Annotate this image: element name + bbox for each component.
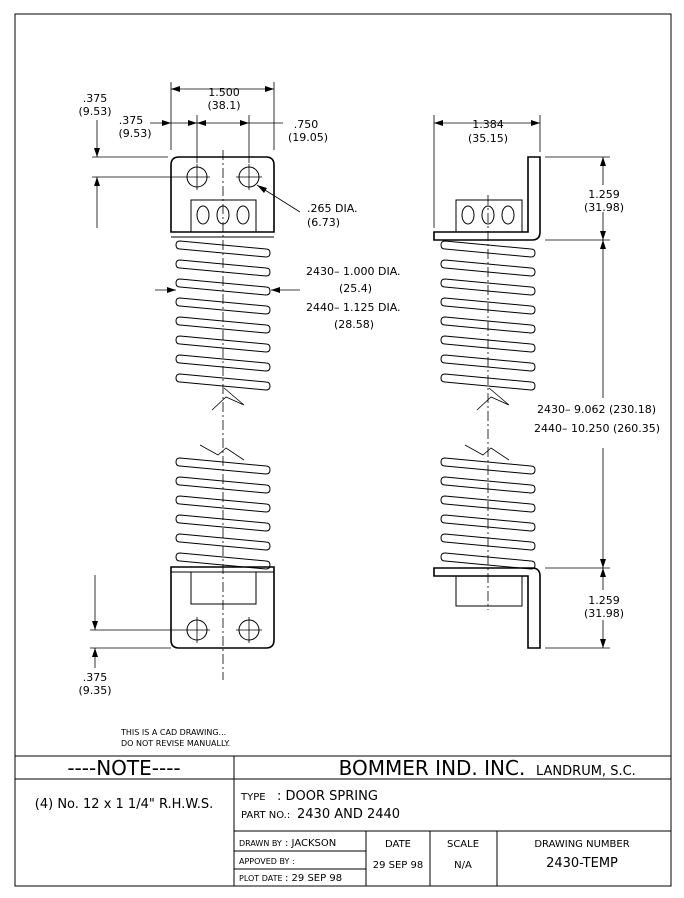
- hole-offset-mm-label: (9.53): [118, 127, 151, 140]
- bracket-bottom-label: 1.259: [588, 594, 620, 607]
- side-bottom-plug: [455, 575, 523, 607]
- spring-coil: [175, 259, 271, 277]
- scale-label: SCALE: [447, 839, 479, 850]
- spring-coil: [175, 278, 271, 296]
- cad-note-line2: DO NOT REVISE MANUALLY.: [121, 739, 230, 748]
- spring-coil: [175, 457, 271, 475]
- plot-date-label: PLOT DATE: [239, 874, 283, 883]
- note-header: ----NOTE----: [67, 756, 180, 780]
- bottom-offset-mm-label: (9.35): [78, 684, 111, 697]
- drawn-by-value: : JACKSON: [285, 838, 336, 849]
- spring-coil: [440, 373, 536, 391]
- front-bottom-bracket: [170, 566, 275, 649]
- side-top-bracket: [433, 156, 541, 241]
- spring-coil: [175, 335, 271, 353]
- bracket-bottom-mm-label: (31.98): [584, 607, 624, 620]
- side-view: [433, 156, 541, 649]
- length-2430-label: 2430– 9.062 (230.18): [537, 403, 656, 416]
- front-top-bracket: [170, 156, 275, 233]
- hole-dia-label: .265 DIA.: [307, 202, 358, 215]
- side-bottom-bracket: [433, 567, 541, 649]
- spring-coil: [175, 476, 271, 494]
- overall-width-label: 1.500: [208, 86, 240, 99]
- approved-by-label: APPOVED BY :: [239, 857, 295, 866]
- top-vertical-offset-label: .375: [83, 92, 108, 105]
- spring-coil: [440, 457, 536, 475]
- side-upper-spring: [440, 240, 536, 391]
- type-value: : DOOR SPRING: [277, 789, 378, 804]
- front-view: [170, 150, 275, 680]
- spring-coil: [175, 514, 271, 532]
- hole-spacing-mm-label: (19.05): [288, 131, 328, 144]
- spring-coil: [440, 316, 536, 334]
- part-label: PART NO.:: [241, 810, 290, 821]
- dia-2430-label: 2430– 1.000 DIA.: [306, 265, 401, 278]
- spring-coil: [440, 495, 536, 513]
- spring-coil: [175, 495, 271, 513]
- front-upper-spring: [175, 240, 271, 391]
- front-bottom-plug: [190, 571, 257, 605]
- side-dimensions: 1.384 (35.15) 1.259 (31.98) 2430– 9.062 …: [433, 115, 660, 649]
- bracket-top-mm-label: (31.98): [584, 201, 624, 214]
- spring-coil: [175, 533, 271, 551]
- spring-coil: [175, 240, 271, 258]
- dia-2430-mm-label: (25.4): [339, 282, 372, 295]
- part-value: 2430 AND 2440: [297, 807, 400, 822]
- side-width-label: 1.384: [472, 118, 504, 131]
- company-name: BOMMER IND. INC.: [339, 756, 526, 780]
- front-lower-spring: [175, 457, 271, 570]
- spring-coil: [440, 259, 536, 277]
- date-value: 29 SEP 98: [373, 860, 424, 871]
- top-vertical-offset-mm-label: (9.53): [78, 105, 111, 118]
- drawing-border: [14, 13, 672, 887]
- drawing-number-label: DRAWING NUMBER: [534, 839, 629, 850]
- spring-coil: [175, 354, 271, 372]
- spring-coil: [440, 533, 536, 551]
- date-label: DATE: [385, 839, 411, 850]
- bottom-offset-label: .375: [83, 671, 108, 684]
- spring-coil: [440, 514, 536, 532]
- side-width-mm-label: (35.15): [468, 132, 508, 145]
- spring-coil: [175, 316, 271, 334]
- side-lower-spring: [440, 457, 536, 570]
- drawn-by-label: DRAWN BY: [239, 839, 282, 848]
- spring-coil: [175, 373, 271, 391]
- front-dimensions: 1.500 (38.1) .375 (9.53) .750 (19.05) .3…: [78, 82, 401, 697]
- type-label: TYPE: [240, 792, 266, 803]
- spring-coil: [440, 354, 536, 372]
- dia-2440-label: 2440– 1.125 DIA.: [306, 301, 401, 314]
- front-top-plug: [190, 199, 257, 233]
- scale-value: N/A: [454, 860, 472, 871]
- spring-coil: [440, 552, 536, 570]
- hole-dia-mm-label: (6.73): [307, 216, 340, 229]
- company-location: LANDRUM, S.C.: [536, 764, 636, 779]
- length-2440-label: 2440– 10.250 (260.35): [534, 422, 660, 435]
- hole-spacing-label: .750: [294, 118, 319, 131]
- spring-coil: [175, 297, 271, 315]
- bracket-top-label: 1.259: [588, 188, 620, 201]
- dia-2440-mm-label: (28.58): [334, 318, 374, 331]
- spring-coil: [175, 552, 271, 570]
- spring-coil: [440, 335, 536, 353]
- title-block: ----NOTE---- (4) No. 12 x 1 1/4" R.H.W.S…: [15, 755, 671, 886]
- drawing-number-value: 2430-TEMP: [546, 856, 618, 871]
- note-text: (4) No. 12 x 1 1/4" R.H.W.S.: [35, 797, 213, 812]
- spring-coil: [440, 297, 536, 315]
- hole-offset-label: .375: [119, 114, 144, 127]
- spring-coil: [440, 476, 536, 494]
- spring-coil: [440, 278, 536, 296]
- overall-width-mm-label: (38.1): [207, 99, 240, 112]
- spring-coil: [440, 240, 536, 258]
- cad-note-line1: THIS IS A CAD DRAWING...: [120, 728, 226, 737]
- plot-date-value: : 29 SEP 98: [285, 873, 342, 884]
- side-top-plug: [455, 199, 523, 233]
